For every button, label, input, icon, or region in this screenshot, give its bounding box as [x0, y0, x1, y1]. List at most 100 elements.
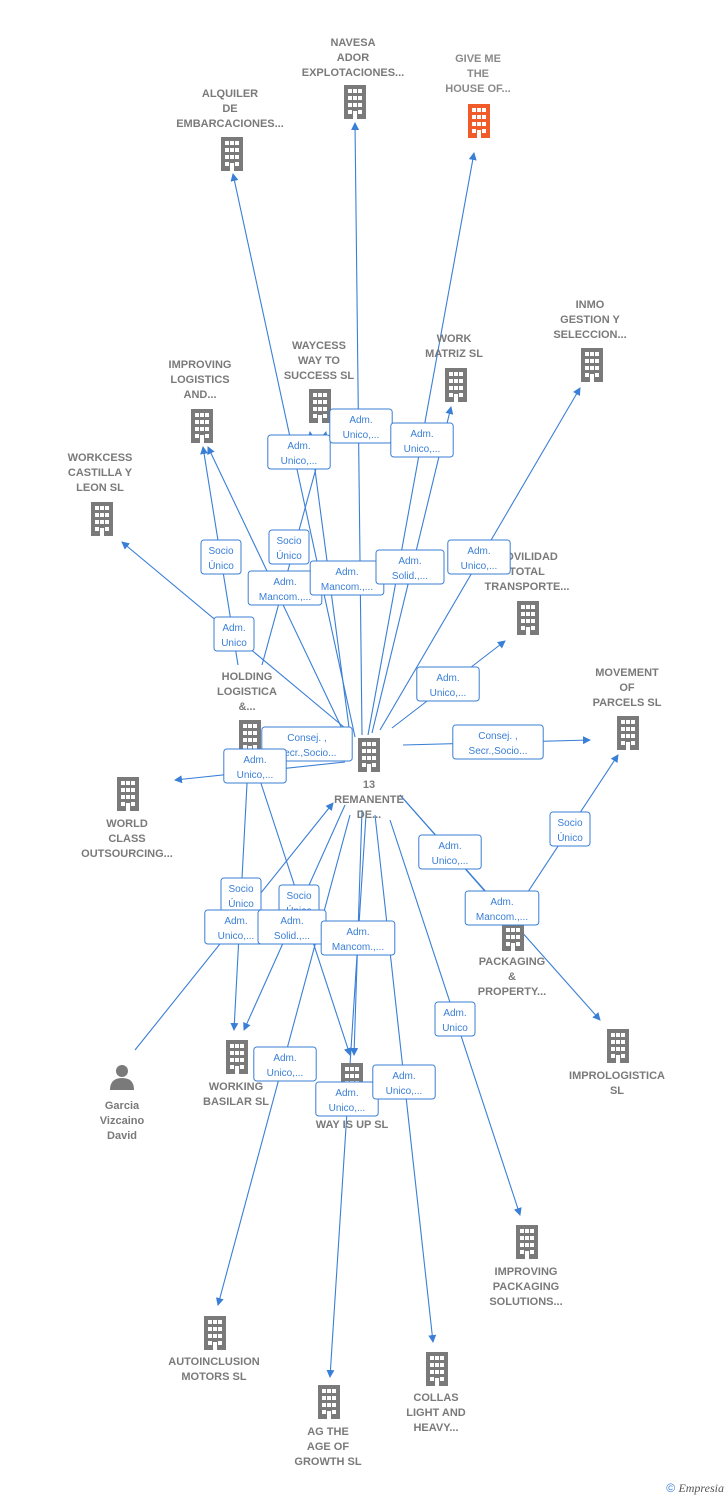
- building-icon: [581, 348, 603, 382]
- edge-role-label[interactable]: Adm.Unico: [434, 1001, 476, 1037]
- node-alquiler[interactable]: ALQUILERDEEMBARCACIONES...: [176, 88, 284, 171]
- edge-label-text: Adm.: [349, 415, 372, 426]
- node-center[interactable]: 13REMANENTEDE...: [334, 738, 404, 821]
- edge-role-label[interactable]: Adm.Unico: [213, 616, 255, 652]
- edge-role-label[interactable]: Adm.Solid.,...: [257, 909, 327, 945]
- node-label: David: [107, 1130, 137, 1142]
- edge-label-text: Adm.: [287, 441, 310, 452]
- building-icon: [117, 777, 139, 811]
- edge-label-text: Adm.: [335, 567, 358, 578]
- node-label: Garcia: [105, 1100, 140, 1112]
- node-label: PACKAGING: [479, 956, 545, 968]
- edge-label-text: Mancom.,...: [259, 592, 311, 603]
- edge-role-label[interactable]: Adm.Unico,...: [416, 666, 480, 702]
- node-impack[interactable]: IMPROVINGPACKAGINGSOLUTIONS...: [489, 1225, 563, 1308]
- building-icon: [468, 104, 490, 138]
- edge-label-box: [390, 422, 454, 458]
- building-icon: [445, 368, 467, 402]
- edge-label-text: Unico: [221, 638, 247, 649]
- edge-label-box: [375, 549, 445, 585]
- edge-label-text: Consej. ,: [287, 733, 326, 744]
- building-icon: [617, 716, 639, 750]
- building-icon: [318, 1385, 340, 1419]
- node-label: IMPROVING: [169, 359, 232, 371]
- edge-role-label[interactable]: Adm.Unico,...: [390, 422, 454, 458]
- edge-label-text: Mancom.,...: [321, 582, 373, 593]
- edge-label-text: Adm.: [438, 841, 461, 852]
- edge-label-text: Adm.: [490, 897, 513, 908]
- node-label: ALQUILER: [202, 88, 258, 100]
- node-wayisup[interactable]: WAY IS UP SL: [316, 1063, 389, 1131]
- edge-label-text: Socio: [208, 546, 233, 557]
- edge-role-label[interactable]: Adm.Unico,...: [418, 834, 482, 870]
- edge-label-text: Adm.: [273, 1053, 296, 1064]
- edge-role-label[interactable]: Adm.Unico,...: [253, 1046, 317, 1082]
- edge-label-text: Socio: [557, 818, 582, 829]
- edge-role-label[interactable]: Adm. Mancom.,...: [309, 560, 385, 596]
- node-label: LEON SL: [76, 482, 124, 494]
- node-label: HEAVY...: [413, 1422, 458, 1434]
- node-movilidad[interactable]: MOVILIDADTOTALTRANSPORTE...: [485, 551, 570, 635]
- footer-brand[interactable]: © Empresia: [666, 1481, 724, 1496]
- edge-role-label[interactable]: Adm.Unico,...: [329, 408, 393, 444]
- node-improving[interactable]: IMPROVINGLOGISTICSAND...: [169, 359, 232, 443]
- edge-label-text: Adm.: [410, 429, 433, 440]
- edge-role-label[interactable]: Adm. Unico,...: [267, 434, 331, 470]
- edge-label-box: [268, 529, 310, 565]
- edge-label-text: Mancom.,...: [476, 912, 528, 923]
- edge-role-label[interactable]: Adm. Mancom.,...: [464, 890, 540, 926]
- building-icon: [91, 502, 113, 536]
- edge-label-text: Secr.,Socio...: [278, 748, 337, 759]
- edge-role-label[interactable]: Adm.Solid.,...: [375, 549, 445, 585]
- node-label: MOVEMENT: [595, 667, 659, 679]
- edge-label-text: Unico,...: [218, 931, 255, 942]
- edge-role-label[interactable]: Adm.Mancom.,...: [320, 920, 396, 956]
- node-label: NAVESA: [330, 37, 375, 49]
- edge-label-text: Socio: [276, 536, 301, 547]
- node-label: WORLD: [106, 818, 148, 830]
- edge-role-label[interactable]: Adm.Unico,...: [447, 539, 511, 575]
- node-label: HOLDING: [222, 671, 273, 683]
- node-packaging[interactable]: PACKAGING&PROPERTY...: [478, 917, 546, 998]
- building-icon: [204, 1316, 226, 1350]
- building-icon: [607, 1029, 629, 1063]
- edge-label-text: Unico,...: [329, 1103, 366, 1114]
- node-label: AGE OF: [307, 1441, 349, 1453]
- node-label: &...: [238, 701, 255, 713]
- node-label: LOGISTICA: [217, 686, 277, 698]
- node-label: LOGISTICS: [170, 374, 229, 386]
- node-label: AG THE: [307, 1426, 349, 1438]
- node-label: ADOR: [337, 52, 369, 64]
- edge-role-label[interactable]: Adm.Unico,...: [315, 1081, 379, 1117]
- edge-role-label[interactable]: Adm.Unico,...: [223, 748, 287, 784]
- node-label: WAY TO: [298, 355, 340, 367]
- node-label: WAY IS UP SL: [316, 1119, 389, 1131]
- node-navesa[interactable]: NAVESAADOREXPLOTACIONES...: [302, 37, 404, 119]
- edge-role-label[interactable]: Consej. ,Secr.,Socio...: [452, 724, 544, 760]
- node-label: OF: [619, 682, 635, 694]
- node-world[interactable]: WORLDCLASSOUTSOURCING...: [81, 777, 173, 860]
- node-holding[interactable]: HOLDING LOGISTICA &...: [217, 671, 277, 754]
- edge-label-text: Adm.: [280, 916, 303, 927]
- edge-label-text: Unico,...: [281, 456, 318, 467]
- edge-label-box: [452, 724, 544, 760]
- edge-role-label[interactable]: Adm.Unico,...: [372, 1064, 436, 1100]
- node-label: HOUSE OF...: [445, 83, 510, 95]
- edge-label-text: Unico,...: [430, 688, 467, 699]
